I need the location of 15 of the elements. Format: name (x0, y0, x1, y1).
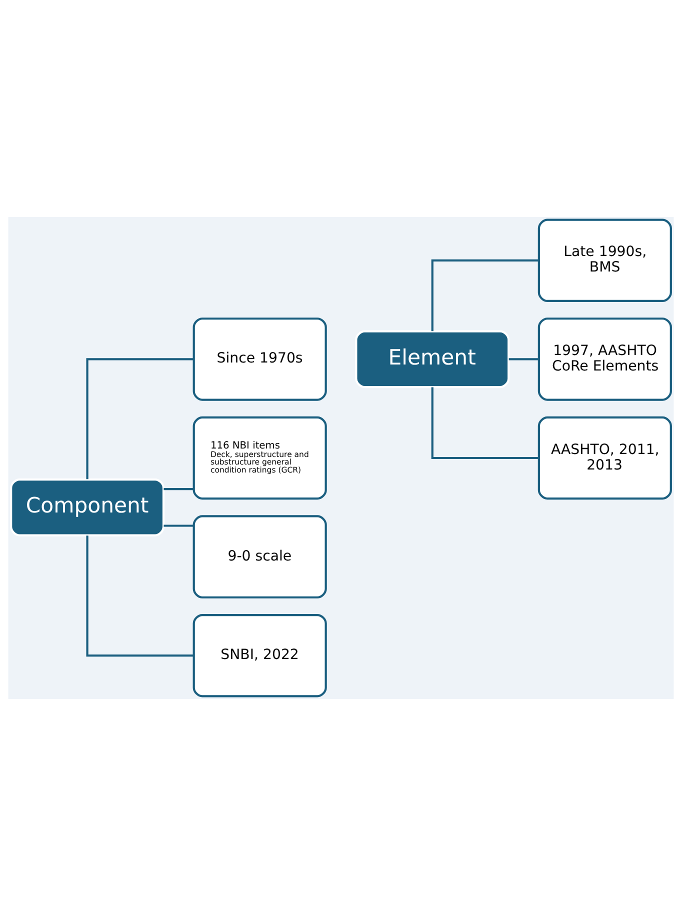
connector (86, 535, 194, 656)
node-box: Late 1990s, BMS (538, 218, 672, 302)
node-box: 1997, AASHTO CoRe Elements (538, 317, 672, 400)
node-box: AASHTO, 2011, 2013 (538, 416, 672, 500)
node-box: SNBI, 2022 (192, 613, 327, 697)
node-box: Component (10, 478, 165, 536)
connector (86, 358, 194, 479)
connector (508, 358, 539, 360)
node-box: 9-0 scale (192, 514, 327, 598)
connector (431, 258, 539, 331)
node-box: Element (355, 330, 510, 388)
connector (164, 488, 194, 490)
connector (164, 524, 194, 526)
connector (431, 386, 539, 459)
node-box: Since 1970s (192, 317, 327, 400)
